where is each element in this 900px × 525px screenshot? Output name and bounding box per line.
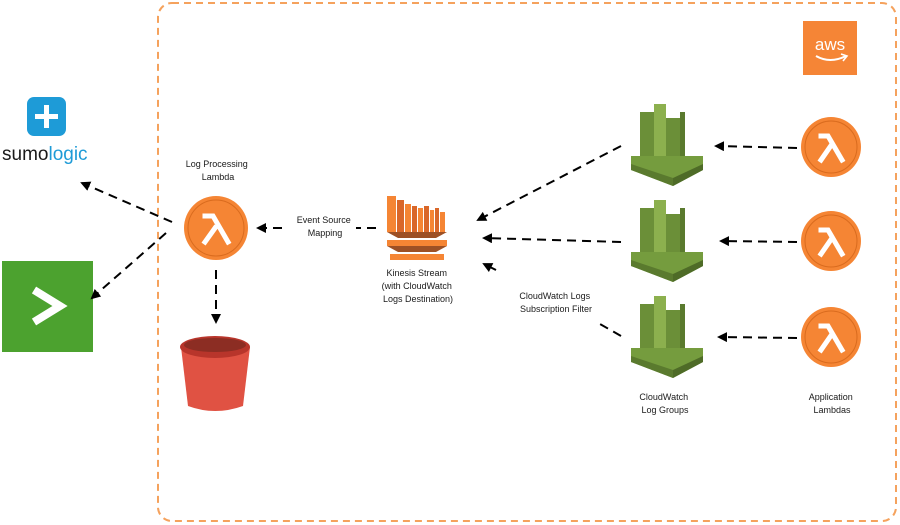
- s3-bucket-icon: [180, 336, 250, 411]
- arrow-log-group-to-kinesis: [476, 145, 622, 221]
- arrow-lambda-to-sumologic: [80, 181, 173, 223]
- arrow-log-group-to-kinesis: [482, 233, 622, 244]
- application-lambda-icon: [801, 307, 861, 367]
- subscription-filter-label: CloudWatch Logs Subscription Filter: [519, 291, 592, 314]
- aws-logo: aws: [803, 21, 857, 75]
- arrow-log-group-to-kinesis-tail: [599, 323, 622, 337]
- flow-arrows: [80, 141, 798, 343]
- arrow-log-group-to-kinesis: [482, 263, 497, 273]
- cloudwatch-log-group-icon: [631, 104, 703, 186]
- kinesis-stream-icon: [387, 196, 447, 260]
- arrow-app-lambda-to-log-group: [717, 332, 798, 343]
- application-lambda-icon: [801, 211, 861, 271]
- application-lambda-icon: [801, 117, 861, 177]
- cloudwatch-log-group-icon: [631, 296, 703, 378]
- cloudwatch-log-group-icon: [631, 200, 703, 282]
- svg-text:aws: aws: [815, 35, 845, 54]
- event-source-mapping-label: Event Source Mapping: [297, 215, 354, 238]
- log-processing-lambda-icon: [184, 196, 248, 260]
- application-lambdas-label: Application Lambdas: [809, 392, 856, 415]
- arrow-app-lambda-to-log-group: [719, 236, 798, 247]
- terminal-prompt-icon: [2, 261, 93, 352]
- log-processing-lambda-label: Log Processing Lambda: [186, 159, 251, 182]
- aws-cloud-boundary: [157, 2, 897, 522]
- sumologic-logo: sumologic: [2, 97, 88, 165]
- cloudwatch-log-groups-label: CloudWatch Log Groups: [639, 392, 690, 415]
- arrow-lambda-to-prompt: [90, 232, 167, 300]
- kinesis-stream-label: Kinesis Stream (with CloudWatch Logs Des…: [382, 268, 455, 304]
- svg-text:sumologic: sumologic: [2, 144, 88, 165]
- arrow-app-lambda-to-log-group: [714, 141, 798, 152]
